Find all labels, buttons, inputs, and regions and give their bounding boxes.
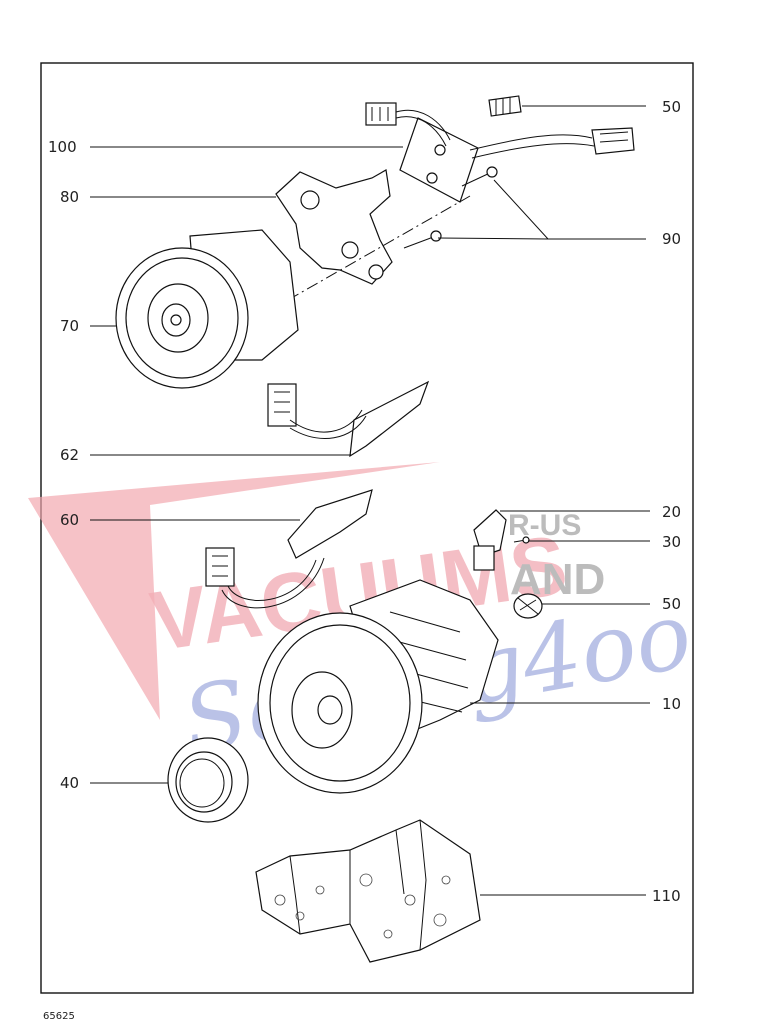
- part-80-bracket: [275, 169, 471, 301]
- part-100-circuit-board: [365, 102, 635, 203]
- watermark-suffix-top: R-US: [508, 509, 581, 542]
- callout-90: 90: [662, 230, 681, 248]
- callout-110: 110: [652, 887, 681, 905]
- callout-60: 60: [60, 511, 79, 529]
- leader-lines: [90, 105, 650, 896]
- callout-100: 100: [48, 138, 77, 156]
- part-90-screws: [403, 166, 498, 249]
- part-50-top: [488, 95, 522, 117]
- part-10-motor: [257, 579, 499, 794]
- part-70-motor-housing: [115, 229, 299, 389]
- callout-labels: 50 100 80 90 70 62 60 20 30 50 10 40 110: [48, 98, 681, 905]
- callout-80: 80: [60, 188, 79, 206]
- callout-50-lower: 50: [662, 595, 681, 613]
- part-60-board: [205, 489, 373, 609]
- part-62-board: [267, 380, 430, 458]
- callout-62: 62: [60, 446, 79, 464]
- part-110-foam-holder: [255, 819, 481, 963]
- callout-40: 40: [60, 774, 79, 792]
- part-40-gasket: [167, 737, 249, 823]
- callout-10: 10: [662, 695, 681, 713]
- part-50-lower: [513, 593, 543, 619]
- callout-20: 20: [662, 503, 681, 521]
- part-20-brush-holder: [473, 509, 507, 571]
- part-30-screw: [513, 536, 530, 544]
- diagram-code: 65625: [43, 1011, 75, 1022]
- callout-70: 70: [60, 317, 79, 335]
- callout-50-top: 50: [662, 98, 681, 116]
- diagram-frame: [40, 62, 694, 994]
- callout-30: 30: [662, 533, 681, 551]
